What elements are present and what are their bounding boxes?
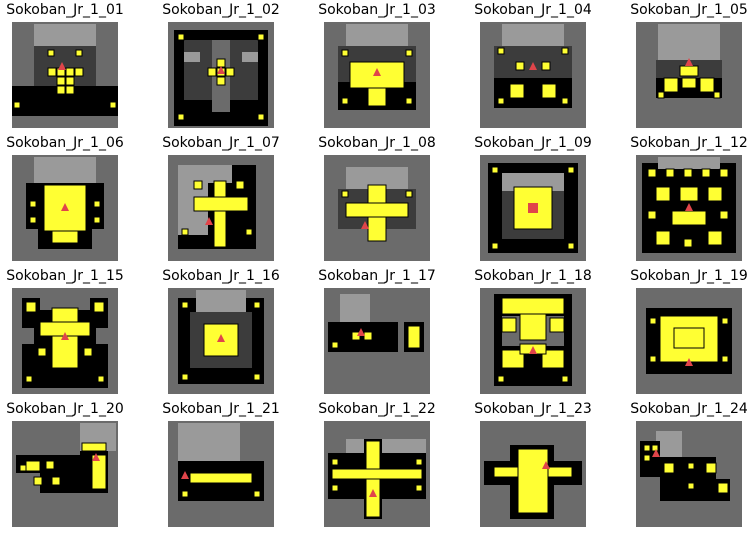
level-board[interactable] <box>636 155 742 261</box>
level-board[interactable] <box>636 22 742 128</box>
level-title: Sokoban_Jr_1_09 <box>474 135 592 151</box>
level-board[interactable] <box>324 22 430 128</box>
level-title: Sokoban_Jr_1_20 <box>6 401 124 417</box>
level-title: Sokoban_Jr_1_06 <box>6 135 124 151</box>
level-cell[interactable]: Sokoban_Jr_1_03 <box>312 0 442 131</box>
level-cell[interactable]: Sokoban_Jr_1_08 <box>312 133 442 264</box>
level-title: Sokoban_Jr_1_19 <box>630 268 748 284</box>
level-cell[interactable]: Sokoban_Jr_1_04 <box>468 0 598 131</box>
level-title: Sokoban_Jr_1_18 <box>474 268 592 284</box>
level-title: Sokoban_Jr_1_12 <box>630 135 748 151</box>
level-board[interactable] <box>12 155 118 261</box>
level-title: Sokoban_Jr_1_01 <box>6 2 124 18</box>
level-cell[interactable]: Sokoban_Jr_1_21 <box>156 399 286 530</box>
level-title: Sokoban_Jr_1_08 <box>318 135 436 151</box>
level-board[interactable] <box>324 421 430 527</box>
level-cell[interactable]: Sokoban_Jr_1_12 <box>624 133 754 264</box>
level-title: Sokoban_Jr_1_03 <box>318 2 436 18</box>
level-board[interactable] <box>480 421 586 527</box>
level-board[interactable] <box>12 288 118 394</box>
level-board[interactable] <box>168 421 274 527</box>
level-cell[interactable]: Sokoban_Jr_1_24 <box>624 399 754 530</box>
level-title: Sokoban_Jr_1_02 <box>162 2 280 18</box>
level-board[interactable] <box>168 22 274 128</box>
level-title: Sokoban_Jr_1_16 <box>162 268 280 284</box>
level-title: Sokoban_Jr_1_21 <box>162 401 280 417</box>
level-board[interactable] <box>480 22 586 128</box>
level-cell[interactable]: Sokoban_Jr_1_20 <box>0 399 130 530</box>
level-board[interactable] <box>168 288 274 394</box>
level-title: Sokoban_Jr_1_05 <box>630 2 748 18</box>
level-cell[interactable]: Sokoban_Jr_1_19 <box>624 266 754 397</box>
level-cell[interactable]: Sokoban_Jr_1_06 <box>0 133 130 264</box>
level-cell[interactable]: Sokoban_Jr_1_17 <box>312 266 442 397</box>
level-title: Sokoban_Jr_1_17 <box>318 268 436 284</box>
level-board[interactable] <box>636 288 742 394</box>
level-board[interactable] <box>480 155 586 261</box>
level-title: Sokoban_Jr_1_24 <box>630 401 748 417</box>
level-cell[interactable]: Sokoban_Jr_1_15 <box>0 266 130 397</box>
level-board[interactable] <box>12 22 118 128</box>
level-cell[interactable]: Sokoban_Jr_1_16 <box>156 266 286 397</box>
level-title: Sokoban_Jr_1_07 <box>162 135 280 151</box>
level-title: Sokoban_Jr_1_23 <box>474 401 592 417</box>
level-cell[interactable]: Sokoban_Jr_1_23 <box>468 399 598 530</box>
level-cell[interactable]: Sokoban_Jr_1_02 <box>156 0 286 131</box>
player-marker <box>58 62 66 70</box>
level-cell[interactable]: Sokoban_Jr_1_01 <box>0 0 130 131</box>
level-board[interactable] <box>636 421 742 527</box>
level-board[interactable] <box>324 288 430 394</box>
level-title: Sokoban_Jr_1_04 <box>474 2 592 18</box>
level-cell[interactable]: Sokoban_Jr_1_05 <box>624 0 754 131</box>
level-cell[interactable]: Sokoban_Jr_1_07 <box>156 133 286 264</box>
level-board[interactable] <box>12 421 118 527</box>
level-title: Sokoban_Jr_1_22 <box>318 401 436 417</box>
level-title: Sokoban_Jr_1_15 <box>6 268 124 284</box>
level-cell[interactable]: Sokoban_Jr_1_09 <box>468 133 598 264</box>
level-board[interactable] <box>168 155 274 261</box>
level-board[interactable] <box>480 288 586 394</box>
level-cell[interactable]: Sokoban_Jr_1_18 <box>468 266 598 397</box>
level-cell[interactable]: Sokoban_Jr_1_22 <box>312 399 442 530</box>
level-board[interactable] <box>324 155 430 261</box>
